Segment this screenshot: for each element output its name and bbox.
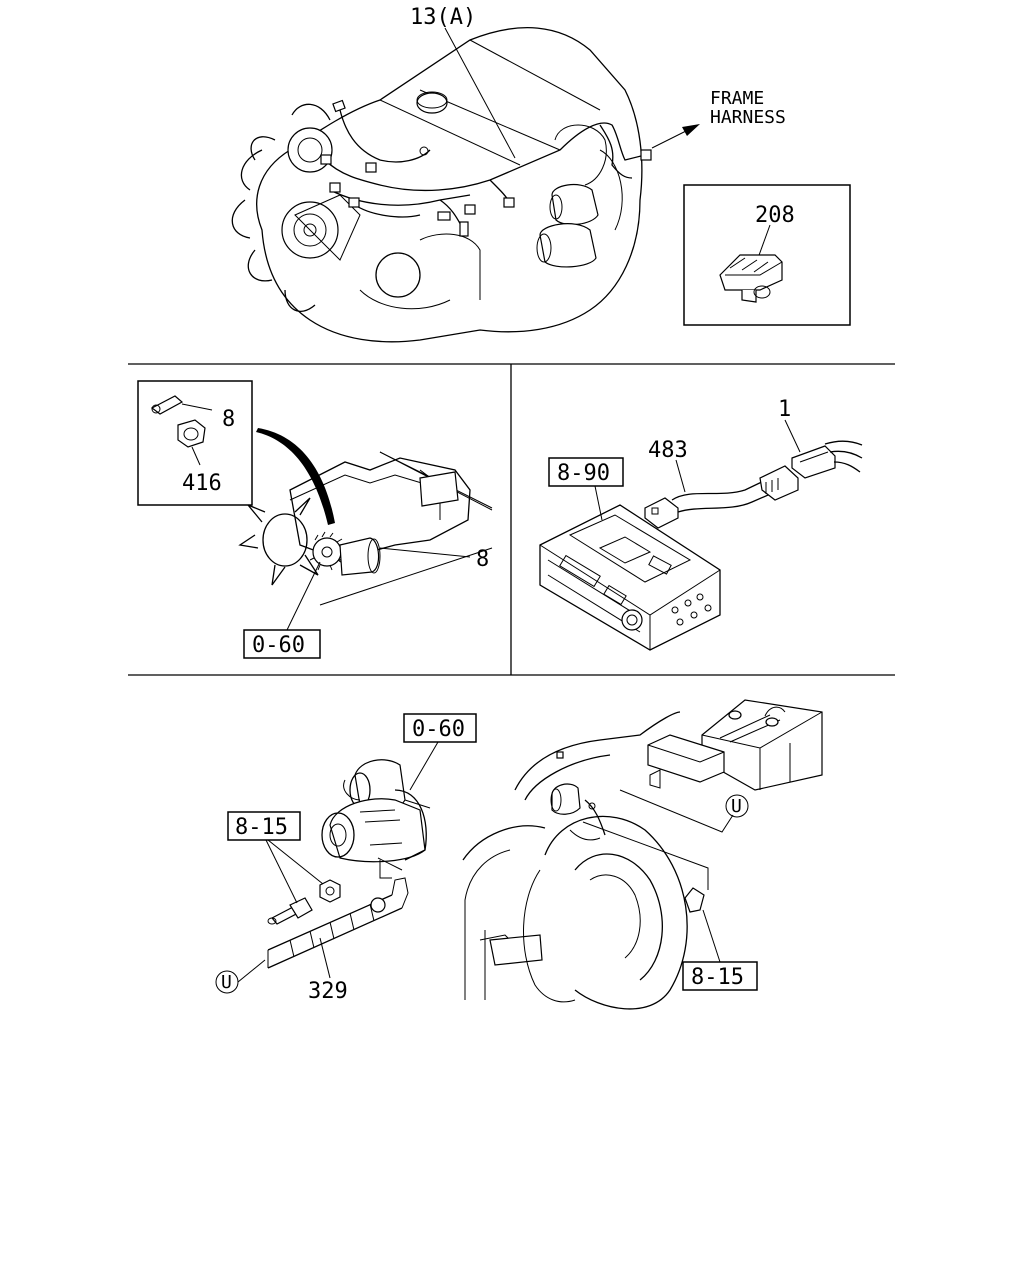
callout-0-60-bottom: 0-60 bbox=[412, 717, 465, 742]
callout-329: 329 bbox=[308, 979, 348, 1004]
u-marker-left bbox=[215, 970, 239, 994]
starter-illustration bbox=[237, 741, 439, 983]
callout-8-15-right: 8-15 bbox=[691, 965, 744, 990]
audio-unit-illustration bbox=[539, 419, 863, 651]
frame-harness-arrow bbox=[651, 124, 700, 149]
callout-208: 208 bbox=[755, 203, 795, 228]
u-marker-right bbox=[725, 794, 749, 818]
engine-harness-illustration bbox=[231, 27, 652, 343]
callout-u-right: U bbox=[731, 796, 742, 817]
ref-box-8-90 bbox=[548, 457, 624, 487]
battery-fender-illustration bbox=[462, 699, 823, 1010]
ref-box-0-60-mid bbox=[243, 629, 321, 659]
callout-1: 1 bbox=[778, 397, 791, 422]
fan-engine-illustration bbox=[238, 451, 493, 631]
callout-8-inset: 8 bbox=[222, 407, 235, 432]
inset-208 bbox=[683, 184, 851, 326]
callout-0-60-mid: 0-60 bbox=[252, 633, 305, 658]
callout-8-main: 8 bbox=[476, 547, 489, 572]
ref-box-8-15-right bbox=[682, 961, 758, 991]
harness-label: HARNESS bbox=[710, 107, 786, 128]
callout-8-15-left: 8-15 bbox=[235, 815, 288, 840]
callout-u-left: U bbox=[221, 972, 232, 993]
inset-8-416 bbox=[137, 380, 253, 506]
callout-483: 483 bbox=[648, 438, 688, 463]
callout-13a: 13(A) bbox=[410, 5, 476, 30]
callout-416: 416 bbox=[182, 471, 222, 496]
frame-label: FRAME bbox=[710, 88, 764, 109]
pointer-arrow bbox=[256, 428, 335, 525]
ref-box-8-15-left bbox=[227, 811, 301, 841]
ref-box-0-60-bottom bbox=[403, 713, 477, 743]
callout-8-90: 8-90 bbox=[557, 461, 610, 486]
